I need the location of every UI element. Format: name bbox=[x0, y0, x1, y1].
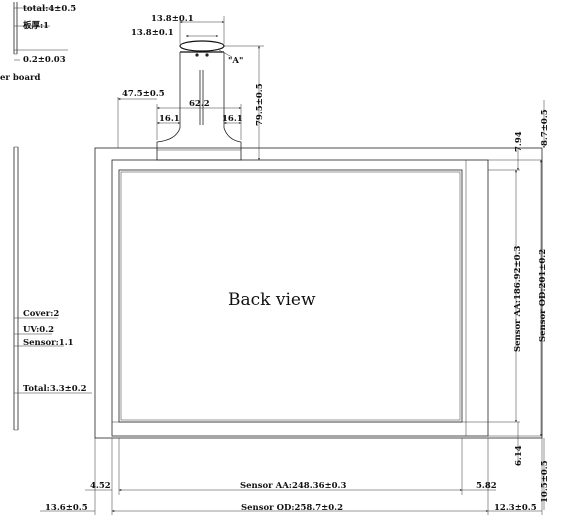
top-margin-label: 7.94 bbox=[514, 131, 524, 152]
fpc-tail: "A" 13.8±0.1 13.8±0.1 47.5±0.5 62.2 16.1… bbox=[117, 14, 265, 161]
bottom-margin-label: 6.14 bbox=[514, 445, 524, 466]
left-margin-label: 4.52 bbox=[90, 481, 111, 491]
total-top-label: total:4±0.5 bbox=[23, 4, 76, 14]
uv-label: UV:0.2 bbox=[23, 325, 54, 335]
fpc-left-pad-label: 16.1 bbox=[159, 114, 180, 124]
fpc-offset-label: 47.5±0.5 bbox=[122, 89, 165, 99]
sensor-layer-label: Sensor:1.1 bbox=[23, 338, 74, 348]
main-view: Back view 7.94 8.7±0.5 Sensor AA:186.92±… bbox=[40, 100, 550, 515]
sensor-aa-height-label: Sensor AA:186.92±0.3 bbox=[513, 246, 523, 352]
right-edge-label: 12.3±0.5 bbox=[494, 503, 537, 513]
bottom-edge-label: 10.5±0.5 bbox=[540, 460, 550, 503]
fpc-width-inner-label: 13.8±0.1 bbox=[131, 28, 174, 38]
back-view-title: Back view bbox=[228, 290, 316, 310]
top-edge-label: 8.7±0.5 bbox=[540, 109, 550, 146]
fpc-total-width-label: 62.2 bbox=[189, 99, 210, 109]
side-view: total:4±0.5 板厚:1 0.2±0.03 er board Cover… bbox=[0, 2, 92, 431]
left-edge-label: 13.6±0.5 bbox=[45, 503, 88, 513]
right-margin-label: 5.82 bbox=[476, 481, 497, 491]
sensor-aa-width-label: Sensor AA:248.36±0.3 bbox=[240, 481, 346, 491]
total-label: Total:3.3±0.2 bbox=[23, 384, 87, 394]
board-label: er board bbox=[0, 73, 40, 83]
fpc-length-label: 79.5±0.5 bbox=[255, 83, 265, 126]
sensor-od-width-label: Sensor OD:258.7±0.2 bbox=[241, 503, 343, 513]
detail-a-label: "A" bbox=[228, 56, 243, 66]
sensor-od-height-label: Sensor OD:201±0.2 bbox=[538, 249, 548, 342]
fpc-right-pad-label: 16.1 bbox=[222, 114, 243, 124]
cover-label: Cover:2 bbox=[23, 309, 59, 319]
board-thickness-label: 板厚:1 bbox=[23, 20, 49, 31]
fpc-width-top-label: 13.8±0.1 bbox=[151, 14, 194, 24]
gap-label: 0.2±0.03 bbox=[23, 55, 66, 65]
